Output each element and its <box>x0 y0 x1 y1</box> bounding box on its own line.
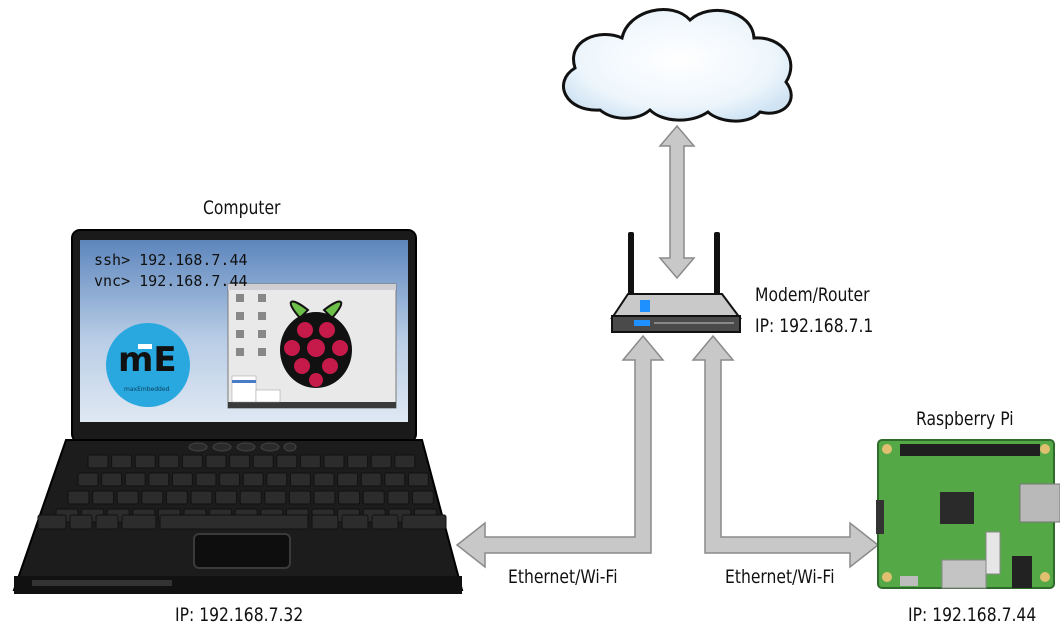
keyboard-key <box>313 490 336 505</box>
keyboard-key <box>195 472 217 487</box>
keyboard-key <box>158 454 180 469</box>
link-label-raspberry-pi: Ethernet/Wi-Fi <box>725 566 835 588</box>
keyboard-key <box>401 514 447 530</box>
arrow-router-raspberrypi <box>691 334 880 569</box>
keyboard-key <box>116 490 139 505</box>
keyboard-key <box>190 490 213 505</box>
keyboard-key <box>87 454 109 469</box>
keyboard-key <box>360 472 382 487</box>
keyboard-key <box>362 490 385 505</box>
keyboard-key <box>205 454 227 469</box>
keyboard-key <box>215 490 238 505</box>
computer-ip: IP: 192.168.7.32 <box>175 604 304 626</box>
keyboard-key <box>407 472 429 487</box>
keyboard-key <box>95 514 119 530</box>
keyboard-key <box>289 472 311 487</box>
keyboard-key <box>384 472 406 487</box>
terminal-line-ssh: ssh> 192.168.7.44 <box>94 251 248 269</box>
keyboard-key <box>92 490 115 505</box>
arrow-router-computer <box>455 334 665 569</box>
keyboard-key <box>111 454 133 469</box>
keyboard-key <box>394 454 416 469</box>
router-icon <box>610 232 742 333</box>
keyboard-key <box>387 490 410 505</box>
keyboard-key <box>371 514 399 530</box>
keyboard-key <box>171 472 193 487</box>
link-label-computer: Ethernet/Wi-Fi <box>508 566 618 588</box>
router-title: Modem/Router <box>755 284 870 306</box>
keyboard <box>37 454 447 530</box>
maxembedded-logo-letters: mE <box>118 340 177 380</box>
keyboard-key <box>370 454 392 469</box>
keyboard-key <box>266 472 288 487</box>
keyboard-key <box>341 514 369 530</box>
raspberry-pi-board-icon <box>876 439 1060 589</box>
keyboard-key <box>337 472 359 487</box>
keyboard-key <box>242 472 264 487</box>
keyboard-key <box>264 490 287 505</box>
keyboard-key <box>313 472 335 487</box>
raspberry-logo-icon <box>280 300 352 388</box>
keyboard-key <box>252 454 274 469</box>
keyboard-key <box>229 454 251 469</box>
keyboard-key <box>323 454 345 469</box>
keyboard-key <box>219 472 241 487</box>
keyboard-key <box>165 490 188 505</box>
cloud-icon <box>562 8 793 123</box>
raspberry-pi-title: Raspberry Pi <box>916 408 1014 430</box>
keyboard-key <box>347 454 369 469</box>
keyboard-key <box>77 472 99 487</box>
maxembedded-logo-icon <box>106 323 190 407</box>
keyboard-key <box>69 514 93 530</box>
computer-title: Computer <box>203 197 281 219</box>
keyboard-key <box>276 454 298 469</box>
keyboard-key <box>159 514 309 530</box>
maxembedded-logo-caption: maxEmbedded <box>124 386 170 393</box>
keyboard-key <box>181 454 203 469</box>
keyboard-key <box>311 514 339 530</box>
keyboard-key <box>37 514 67 530</box>
router-ip: IP: 192.168.7.1 <box>755 315 874 337</box>
keyboard-key <box>121 514 157 530</box>
keyboard-key <box>134 454 156 469</box>
keyboard-key <box>141 490 164 505</box>
keyboard-key <box>338 490 361 505</box>
keyboard-key <box>124 472 146 487</box>
keyboard-key <box>148 472 170 487</box>
terminal-line-vnc: vnc> 192.168.7.44 <box>94 272 248 290</box>
keyboard-key <box>411 490 434 505</box>
arrow-cloud-router <box>658 124 696 280</box>
keyboard-key <box>239 490 262 505</box>
keyboard-key <box>299 454 321 469</box>
raspberry-pi-ip: IP: 192.168.7.44 <box>908 604 1037 626</box>
keyboard-key <box>101 472 123 487</box>
keyboard-key <box>288 490 311 505</box>
keyboard-key <box>67 490 90 505</box>
